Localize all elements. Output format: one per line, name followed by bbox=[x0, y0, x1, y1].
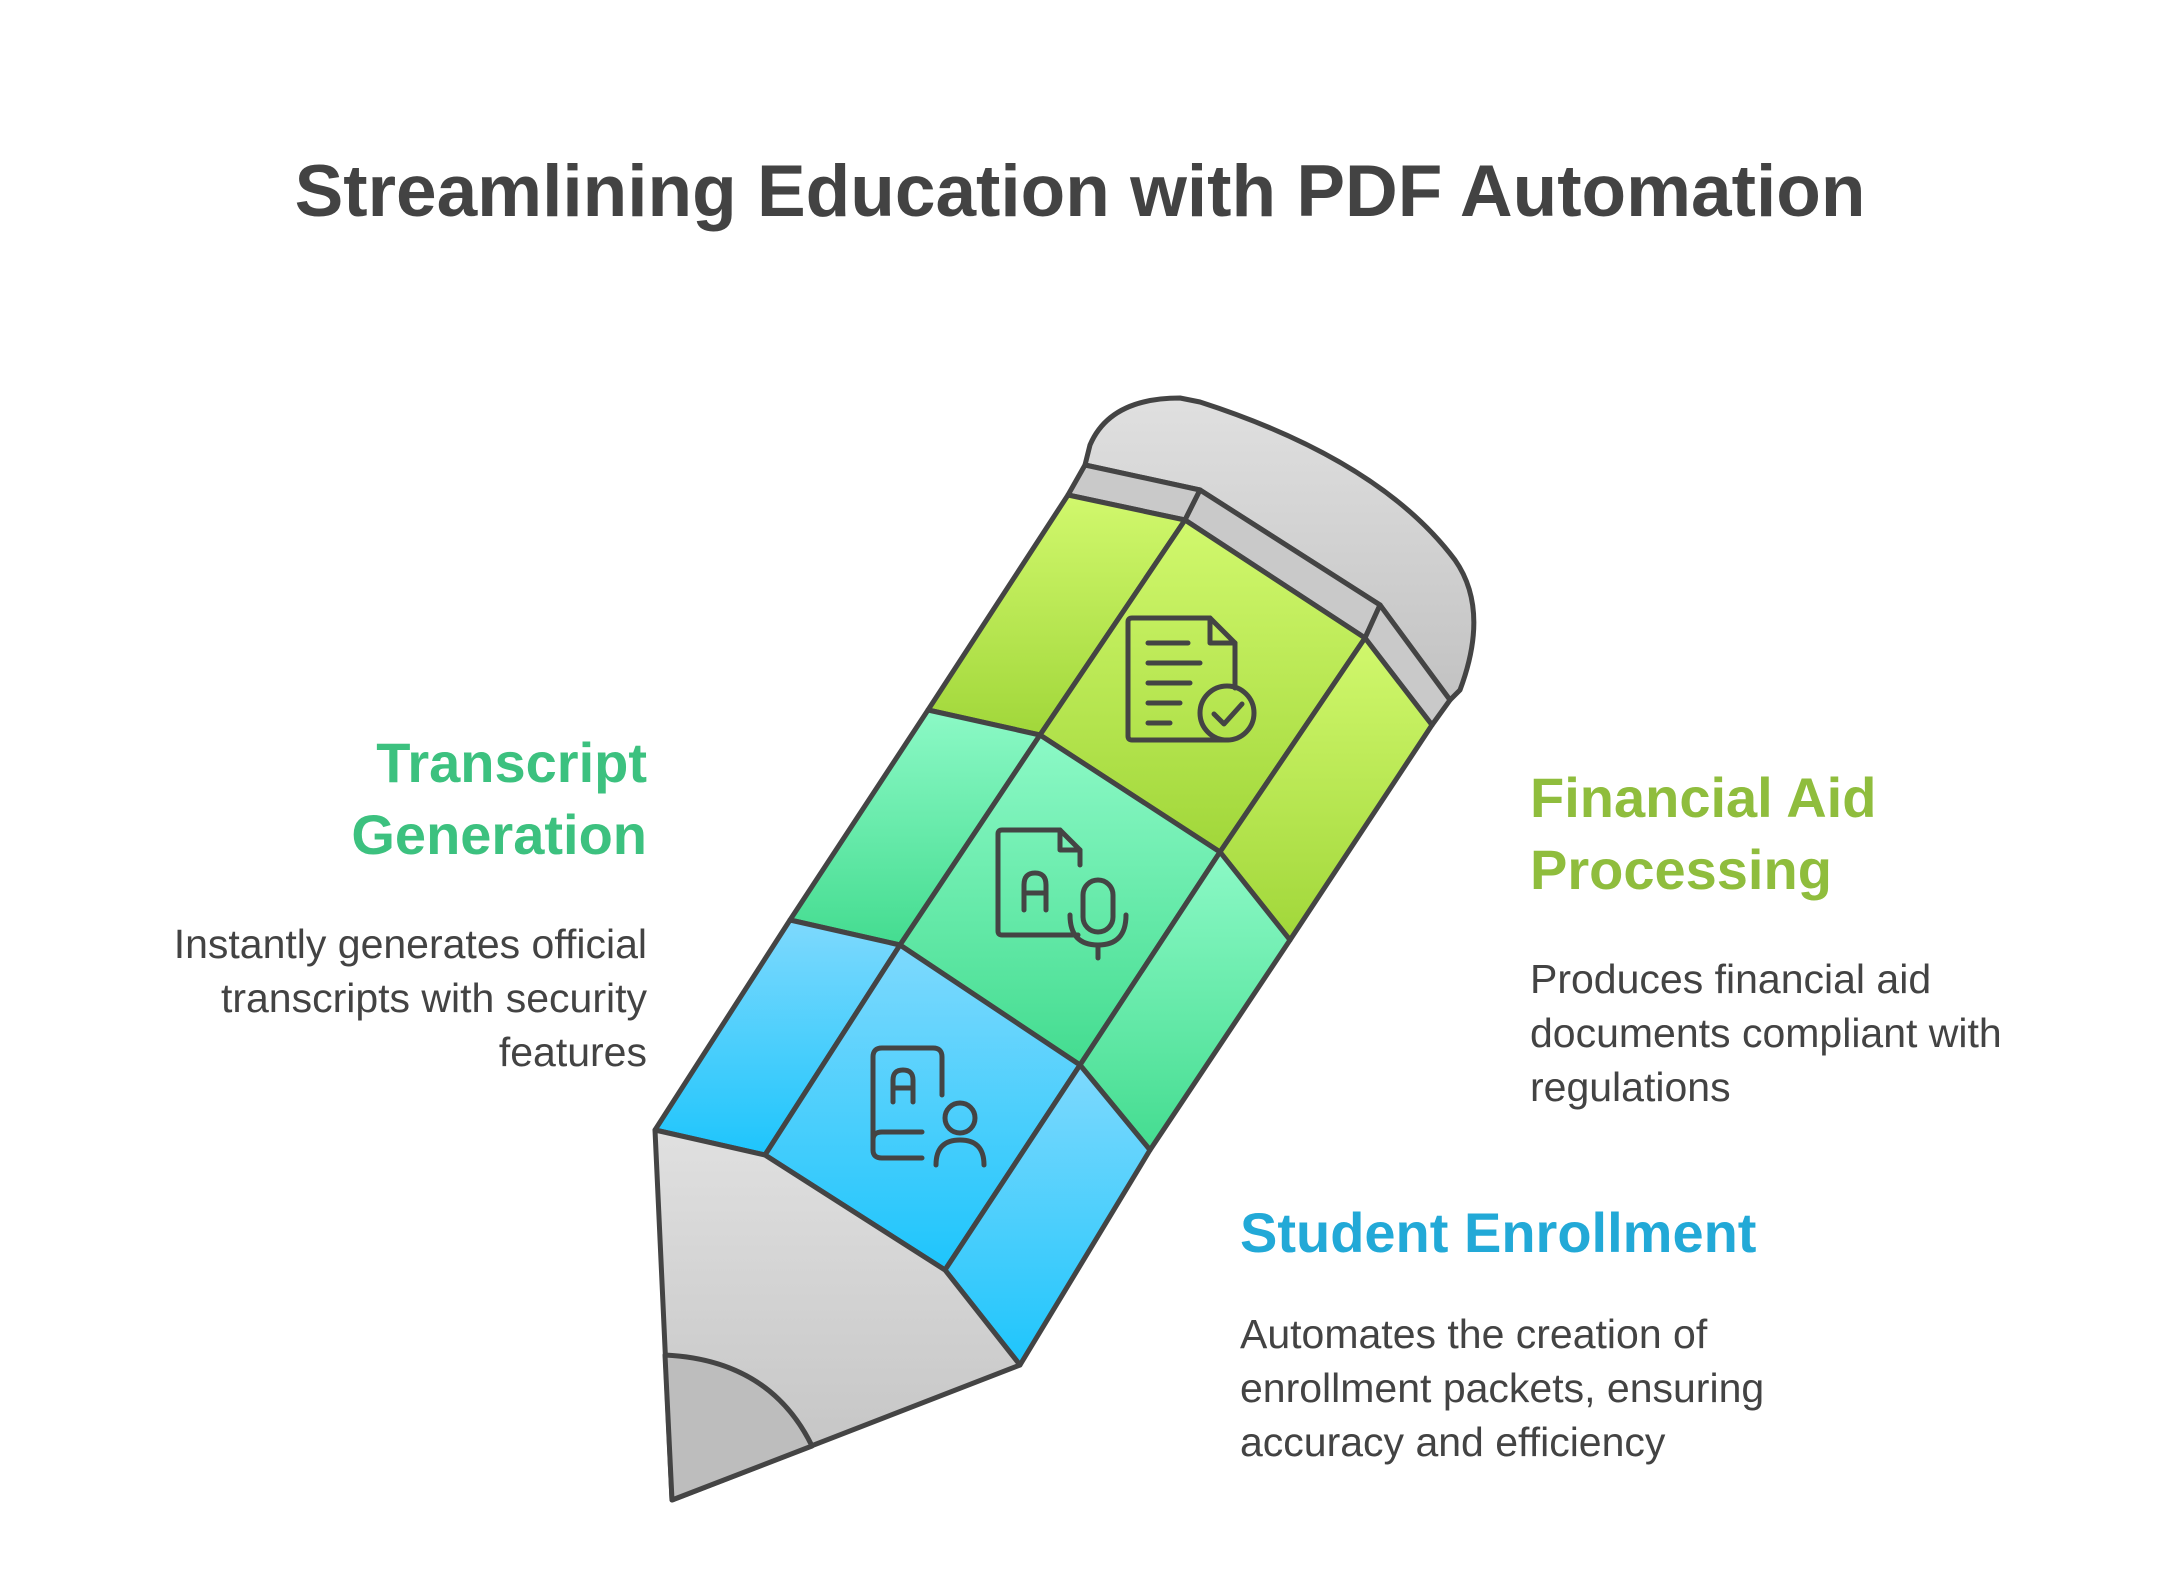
transcript-generation-heading: Transcript Generation bbox=[200, 727, 647, 871]
voice-document-icon bbox=[995, 827, 1129, 961]
student-enrollment-description: Automates the creation of enrollment pac… bbox=[1240, 1311, 1765, 1465]
financial-heading-line2: Processing bbox=[1530, 838, 1832, 901]
student-profile-book-icon bbox=[870, 1045, 987, 1168]
document-check-icon bbox=[1125, 615, 1257, 743]
transcript-heading-line2: Generation bbox=[351, 803, 647, 866]
pencil-lead bbox=[662, 1352, 815, 1503]
transcript-generation-description: Instantly generates official transcripts… bbox=[173, 921, 647, 1075]
transcript-heading-line1: Transcript bbox=[376, 731, 647, 794]
financial-aid-description: Produces financial aid documents complia… bbox=[1530, 956, 2002, 1110]
student-enrollment-heading: Student Enrollment bbox=[1240, 1201, 1757, 1264]
financial-heading-line1: Financial Aid bbox=[1530, 766, 1877, 829]
page-title: Streamlining Education with PDF Automati… bbox=[294, 151, 1866, 232]
pencil-eraser bbox=[1082, 395, 1477, 703]
financial-aid-heading: Financial Aid Processing bbox=[1530, 762, 2090, 906]
